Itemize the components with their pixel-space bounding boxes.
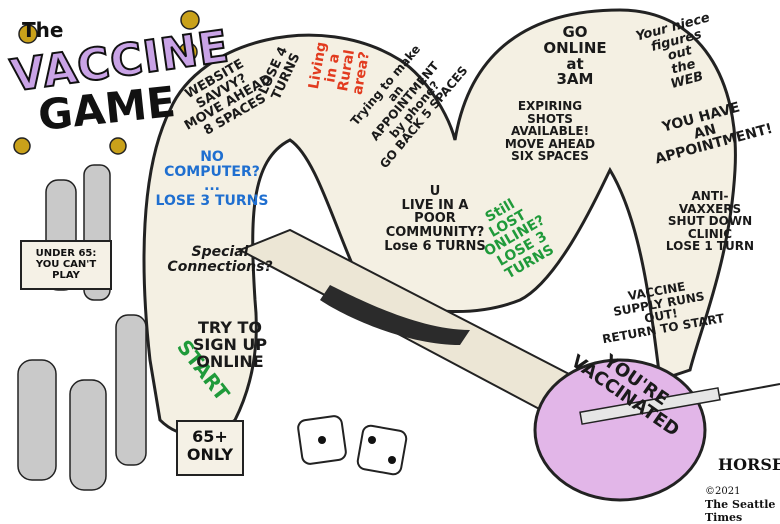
credit-paper: The Seattle Times bbox=[705, 498, 776, 524]
space-anti-vaxxers: ANTI- VAXXERS SHUT DOWN CLINIC LOSE 1 TU… bbox=[665, 189, 755, 254]
artist-signature: HORSEY bbox=[718, 455, 780, 474]
syringe-icon bbox=[579, 383, 780, 425]
vaccinated-space bbox=[533, 358, 707, 502]
sign-65-only: 65+ ONLY bbox=[176, 420, 244, 476]
credit-year: ©2021 bbox=[705, 486, 741, 497]
sign-under-65: UNDER 65: YOU CAN'T PLAY bbox=[20, 240, 112, 290]
virus-icon bbox=[13, 10, 200, 155]
title-the: The bbox=[22, 18, 64, 42]
people-queue bbox=[17, 164, 147, 491]
space-poor-community: U LIVE IN A POOR COMMUNITY? Lose 6 TURNS bbox=[384, 184, 486, 254]
dice-icon bbox=[297, 415, 408, 476]
space-go-online-3am: GO ONLINE at 3AM bbox=[543, 23, 607, 89]
space-expiring-shots: EXPIRING SHOTS AVAILABLE! MOVE AHEAD SIX… bbox=[504, 99, 596, 164]
space-no-computer: NO COMPUTER? ... LOSE 3 TURNS bbox=[155, 149, 269, 210]
space-try-online: TRY TO SIGN UP ONLINE bbox=[192, 318, 268, 371]
space-special-connections: Special Connections? bbox=[167, 244, 273, 275]
